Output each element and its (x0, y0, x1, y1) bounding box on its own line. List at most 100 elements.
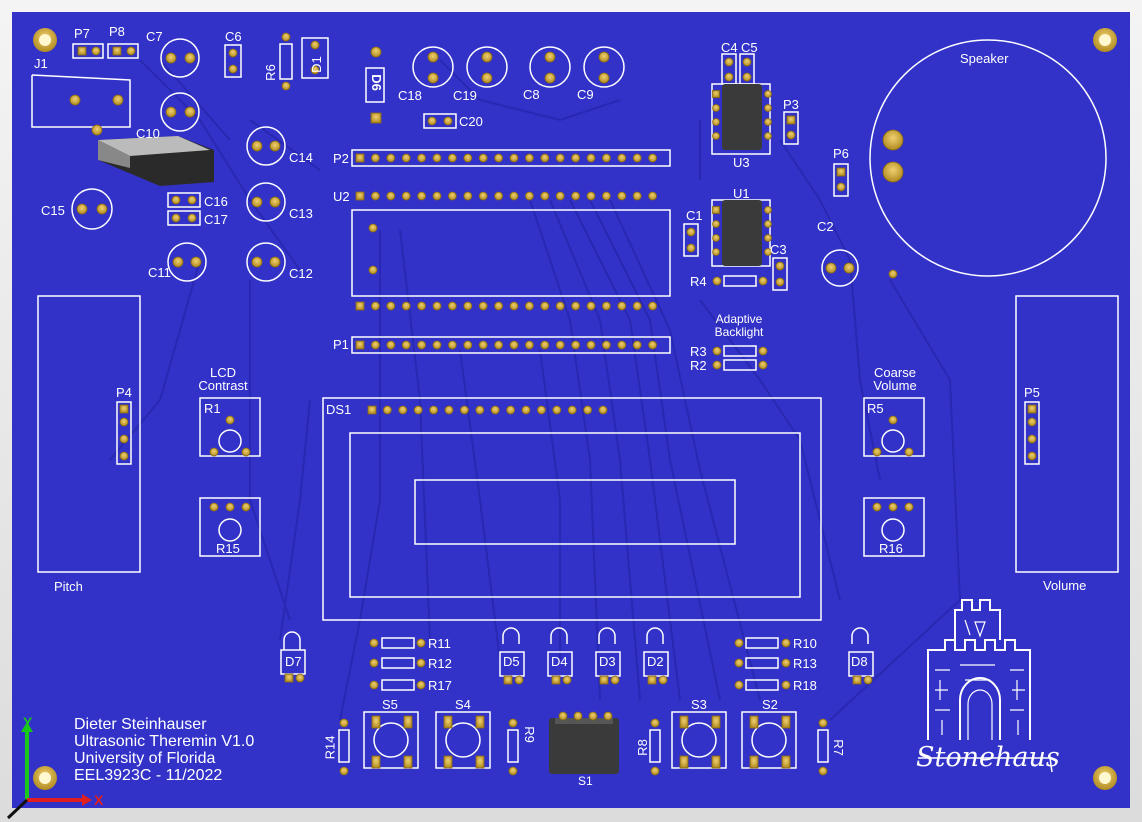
label-d5: D5 (503, 654, 520, 669)
pin-pad (632, 301, 642, 311)
pin-pad (355, 153, 365, 163)
pin-pad (417, 153, 427, 163)
pin-pad (567, 405, 577, 415)
label-p5: P5 (1024, 385, 1040, 400)
pin-pad (355, 301, 365, 311)
label-s4: S4 (455, 697, 471, 712)
label-r16: R16 (879, 541, 903, 556)
pin-pad (764, 220, 772, 228)
pin-pad (506, 405, 516, 415)
label-r5: R5 (867, 401, 884, 416)
label-c12: C12 (289, 266, 313, 281)
label-r2: R2 (690, 358, 707, 373)
pin-pad (555, 301, 565, 311)
label-c20: C20 (459, 114, 483, 129)
pin-pad (583, 405, 592, 415)
pin-pad (602, 340, 611, 350)
pin-pad (494, 340, 504, 350)
credits-block: Dieter Steinhauser Ultrasonic Theremin V… (74, 716, 254, 784)
pin-pad (648, 340, 657, 350)
pin-rows (355, 90, 772, 415)
pin-pad (540, 340, 550, 350)
pin-pad (367, 405, 377, 415)
label-ds1: DS1 (326, 402, 352, 417)
pin-pad (540, 191, 550, 201)
label-d6: D6 (368, 74, 384, 91)
pin-pad (447, 301, 457, 311)
pin-pad (617, 153, 627, 163)
label-c7: C7 (146, 29, 163, 44)
label-r11: R11 (428, 636, 451, 651)
pin-pad (632, 153, 642, 163)
label-c4: C4 (721, 40, 738, 55)
credits-university: University of Florida (74, 750, 216, 767)
label-r10: R10 (793, 636, 817, 651)
label-volume: Volume (1043, 578, 1087, 593)
pin-pad (598, 405, 608, 415)
pin-pad (509, 301, 519, 311)
pin-pad (540, 153, 550, 163)
label-c14: C14 (289, 150, 313, 165)
label-r4: R4 (690, 274, 707, 289)
component-bodies (98, 84, 762, 774)
label-p6: P6 (833, 146, 849, 161)
pin-pad (509, 340, 519, 350)
pin-pad (602, 301, 611, 311)
label-p3: P3 (783, 97, 799, 112)
label-r14: R14 (322, 735, 338, 760)
pin-pad (509, 191, 519, 201)
label-p1: P1 (333, 337, 349, 352)
pin-pad (712, 206, 720, 214)
pin-pad (386, 301, 396, 311)
label-r15: R15 (216, 541, 240, 556)
pin-pad (525, 340, 534, 350)
pin-pad (370, 340, 380, 350)
label-c10: C10 (136, 126, 160, 141)
label-r17: R17 (428, 678, 452, 693)
pin-pad (648, 153, 657, 163)
credits-project: Ultrasonic Theremin V1.0 (74, 733, 255, 750)
label-r12: R12 (428, 656, 452, 671)
label-c3: C3 (770, 242, 787, 257)
pin-pad (712, 132, 720, 140)
label-c13: C13 (289, 206, 313, 221)
pin-pad (555, 153, 565, 163)
label-c17: C17 (204, 212, 228, 227)
pin-pad (386, 191, 396, 201)
label-s3: S3 (691, 697, 707, 712)
label-p2: P2 (333, 151, 349, 166)
pin-pad (398, 405, 408, 415)
label-c19: C19 (453, 88, 477, 103)
label-d1: D1 (308, 56, 324, 73)
label-d2: D2 (647, 654, 664, 669)
pin-pad (712, 90, 720, 98)
pin-pad (617, 191, 627, 201)
label-r18: R18 (793, 678, 817, 693)
pin-pad (571, 340, 580, 350)
pin-pad (417, 191, 427, 201)
label-c5: C5 (741, 40, 758, 55)
label-s1: S1 (578, 774, 593, 788)
pin-pad (478, 191, 488, 201)
pin-pad (370, 301, 380, 311)
label-p7: P7 (74, 26, 90, 41)
pin-pad (555, 191, 565, 201)
label-s2: S2 (762, 697, 778, 712)
pin-pad (764, 206, 772, 214)
pin-pad (478, 301, 488, 311)
label-s5: S5 (382, 697, 398, 712)
pin-pad (521, 405, 531, 415)
pin-pad (386, 153, 396, 163)
pin-pad (463, 301, 473, 311)
credits-course: EEL3923C - 11/2022 (74, 767, 223, 784)
label-r6: R6 (262, 64, 278, 81)
label-u1: U1 (733, 186, 750, 201)
pin-pad (617, 301, 627, 311)
label-adaptive-backlight: Adaptive Backlight (714, 312, 764, 339)
label-p4: P4 (116, 385, 132, 400)
pin-pad (370, 191, 380, 201)
pin-pad (417, 301, 427, 311)
pin-pad (586, 340, 596, 350)
pin-pad (370, 153, 380, 163)
label-d3: D3 (599, 654, 616, 669)
